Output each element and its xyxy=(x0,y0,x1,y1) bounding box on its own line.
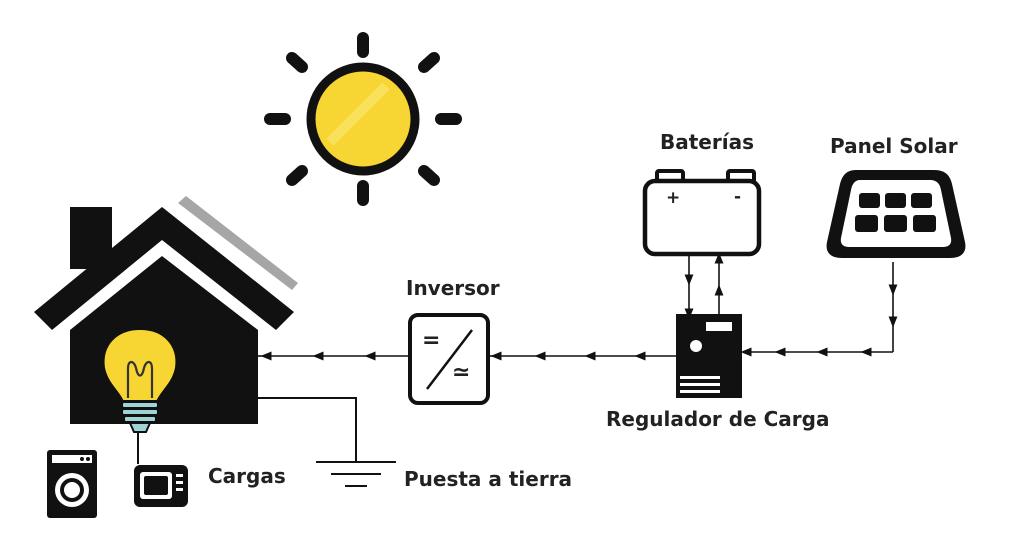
dc-line-panel-controller xyxy=(740,262,898,357)
label-regulador: Regulador de Carga xyxy=(606,407,830,431)
label-puesta-tierra: Puesta a tierra xyxy=(404,467,573,491)
label-cargas: Cargas xyxy=(208,464,286,488)
sun-icon xyxy=(264,32,462,206)
light-bulb-icon xyxy=(100,325,180,433)
ground-wire xyxy=(258,397,357,462)
solar-panel-icon xyxy=(826,170,966,258)
battery-controller-lines xyxy=(684,252,724,320)
charge-controller-icon xyxy=(676,314,742,398)
battery-icon xyxy=(642,169,762,257)
label-baterias: Baterías xyxy=(660,130,754,154)
inverter-icon xyxy=(408,313,490,405)
battery-minus-terminal: - xyxy=(734,187,742,207)
inverter-dc-symbol: = xyxy=(422,328,441,353)
inverter-ac-symbol: ≃ xyxy=(452,360,471,385)
label-inversor: Inversor xyxy=(406,276,500,300)
microwave-icon xyxy=(134,465,188,507)
ground-symbol-icon xyxy=(316,461,396,487)
label-panel-solar: Panel Solar xyxy=(830,134,958,158)
washing-machine-icon xyxy=(47,450,97,518)
battery-plus-terminal: + xyxy=(666,188,681,208)
